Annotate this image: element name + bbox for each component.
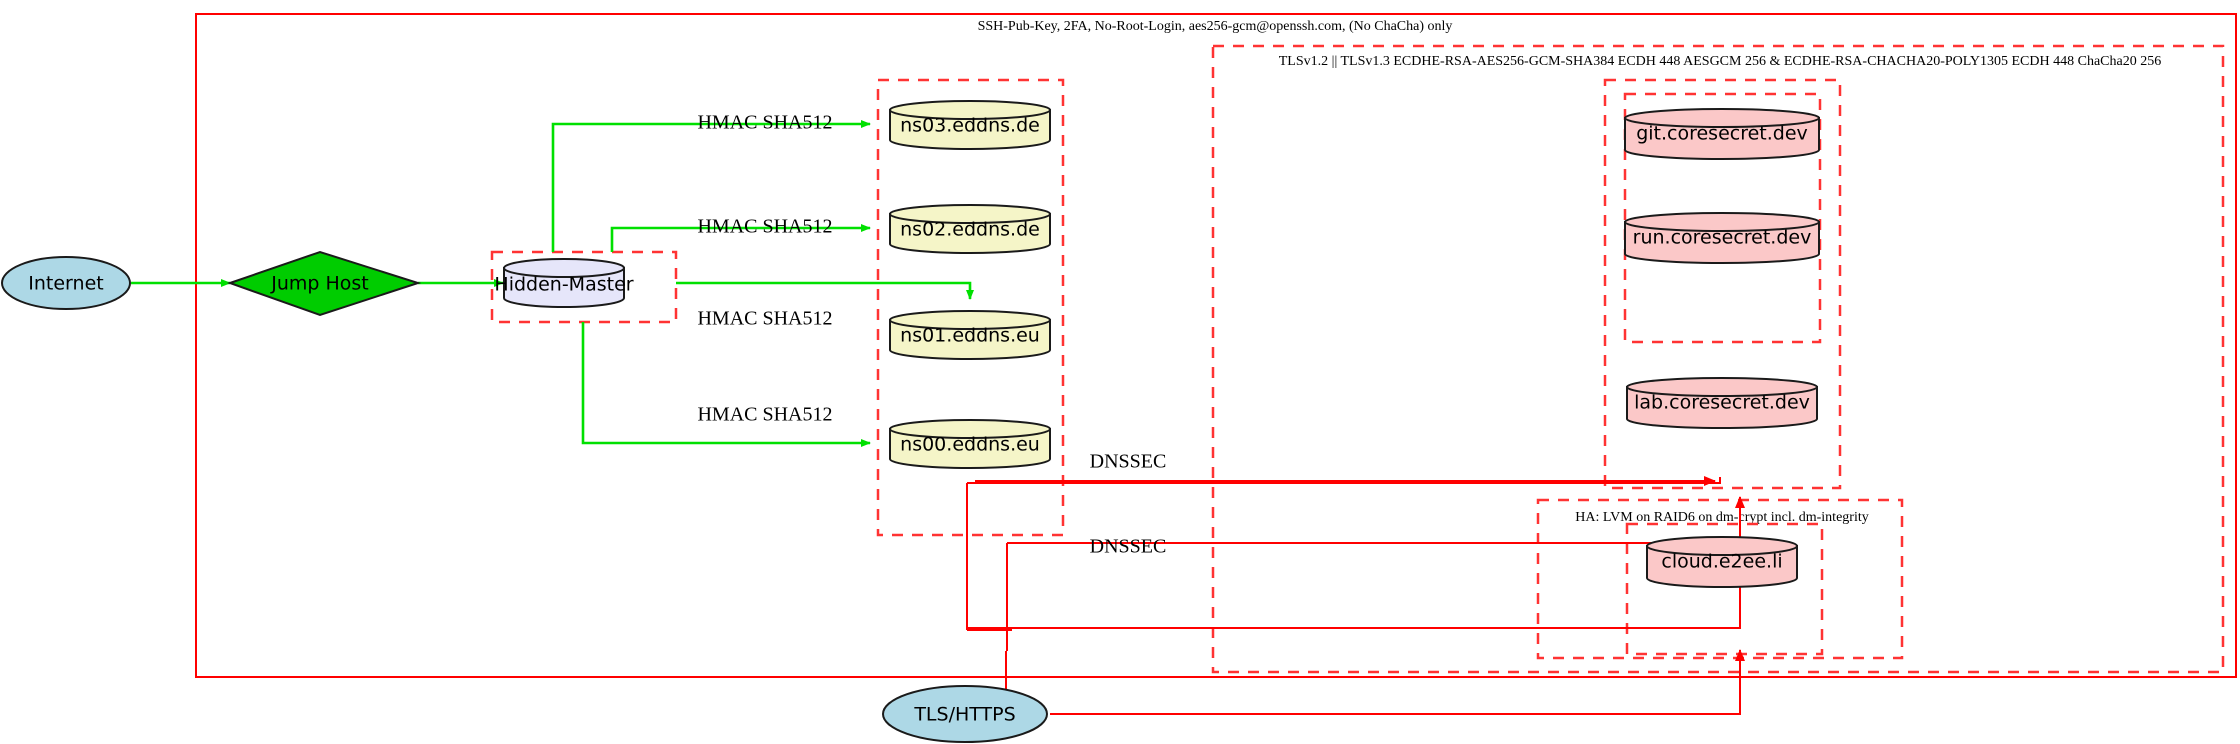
edge-label-hmac-ns00: HMAC SHA512 xyxy=(697,404,832,426)
node-lab-coresecret[interactable]: lab.coresecret.dev xyxy=(1626,377,1818,429)
node-ns02[interactable]: ns02.eddns.de xyxy=(889,204,1051,254)
node-internet-label: Internet xyxy=(28,273,103,295)
edge-hiddenmaster-to-ns03 xyxy=(551,120,871,252)
edge-hiddenmaster-to-ns01 xyxy=(676,281,974,300)
edge-hiddenmaster-to-ns02 xyxy=(610,224,871,252)
edge-label-hmac-ns03: HMAC SHA512 xyxy=(697,112,832,134)
cluster-tls-outer-label: TLSv1.2 || TLSv1.3 ECDHE-RSA-AES256-GCM-… xyxy=(1279,54,2161,69)
node-tls-https-label: TLS/HTTPS xyxy=(913,704,1015,726)
node-hidden-master-label: Hidden-Master xyxy=(494,274,633,296)
node-ns00[interactable]: ns00.eddns.eu xyxy=(889,419,1051,469)
node-tls-https[interactable]: TLS/HTTPS xyxy=(882,685,1048,743)
cluster-ssh-outer xyxy=(195,13,2237,678)
edge-hiddenmaster-to-ns00 xyxy=(581,322,871,447)
node-run-coresecret-label: run.coresecret.dev xyxy=(1633,227,1812,249)
node-ns00-label: ns00.eddns.eu xyxy=(900,434,1040,456)
node-ns03-label: ns03.eddns.de xyxy=(900,115,1040,137)
node-jump-host-label: Jump Host xyxy=(270,273,369,295)
edge-label-dnssec-upper: DNSSEC xyxy=(1090,451,1167,473)
node-hidden-master[interactable]: Hidden-Master xyxy=(494,258,634,308)
cluster-ha-box xyxy=(1536,498,1904,660)
node-git-coresecret-label: git.coresecret.dev xyxy=(1636,123,1808,145)
node-ns01[interactable]: ns01.eddns.eu xyxy=(889,310,1051,360)
node-cloud-e2ee[interactable]: cloud.e2ee.li xyxy=(1646,536,1798,588)
edge-label-dnssec-lower: DNSSEC xyxy=(1090,536,1167,558)
edge-dnssec-upper-stub xyxy=(967,477,1721,484)
cluster-coresecret-inner-box xyxy=(1623,92,1822,344)
node-ns01-label: ns01.eddns.eu xyxy=(900,325,1040,347)
cluster-ha-label: HA: LVM on RAID6 on dm-crypt incl. dm-in… xyxy=(1575,510,1868,525)
cluster-coresecret-outer-box xyxy=(1603,78,1842,490)
edge-label-hmac-ns01: HMAC SHA512 xyxy=(697,308,832,330)
cluster-tls-outer xyxy=(1211,44,2225,674)
cluster-ssh-outer-label: SSH-Pub-Key, 2FA, No-Root-Login, aes256-… xyxy=(978,19,1453,34)
node-git-coresecret[interactable]: git.coresecret.dev xyxy=(1624,108,1820,160)
node-ns03[interactable]: ns03.eddns.de xyxy=(889,100,1051,150)
cluster-cloud-box xyxy=(1625,522,1824,656)
node-lab-coresecret-label: lab.coresecret.dev xyxy=(1634,392,1810,414)
node-jump-host[interactable]: Jump Host xyxy=(226,250,422,317)
node-cloud-e2ee-label: cloud.e2ee.li xyxy=(1661,551,1782,573)
edge-tls-to-cloud xyxy=(1050,649,1745,715)
node-ns02-label: ns02.eddns.de xyxy=(900,219,1040,241)
node-internet[interactable]: Internet xyxy=(1,256,131,310)
edge-label-hmac-ns02: HMAC SHA512 xyxy=(697,216,832,238)
node-run-coresecret[interactable]: run.coresecret.dev xyxy=(1624,212,1820,264)
